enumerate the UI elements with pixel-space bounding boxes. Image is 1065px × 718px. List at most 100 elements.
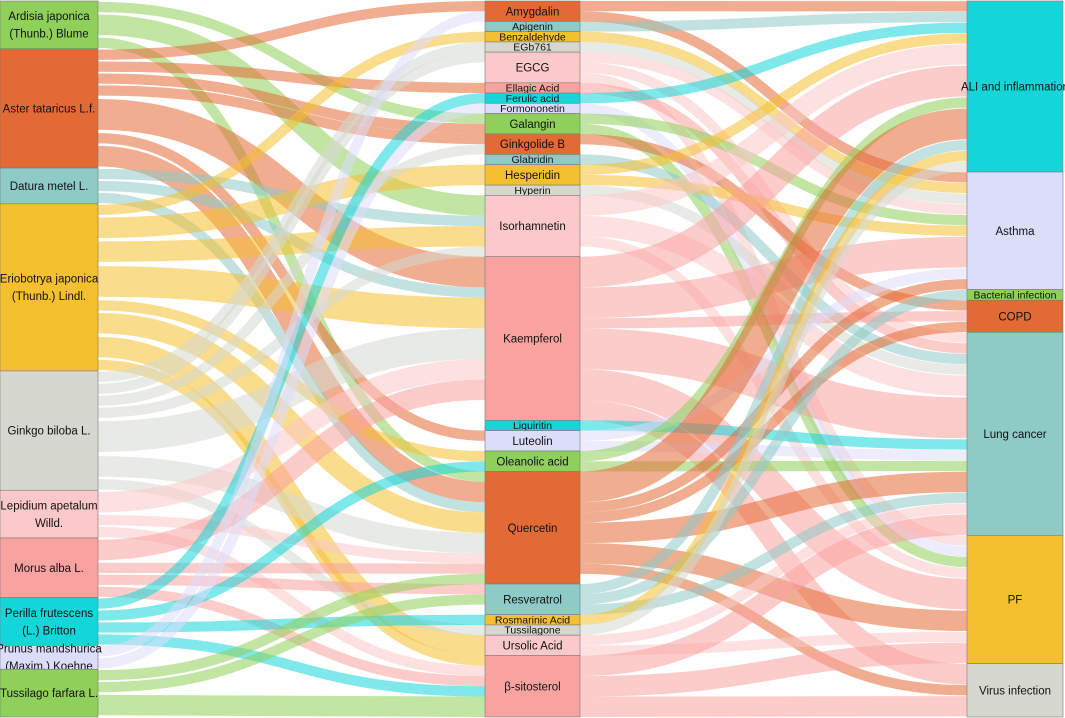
compound-label: Hesperidin: [505, 170, 560, 182]
disease-node-copd[interactable]: COPD: [966, 299, 1064, 333]
plant-bar: [0, 370, 99, 491]
plant-label: Ginkgo biloba L.: [7, 426, 90, 438]
compound-label: Ginkgolide B: [500, 139, 566, 151]
plant-node-morus-alba-l[interactable]: Morus alba L.: [0, 537, 99, 598]
compound-label: Apigenin: [512, 21, 553, 33]
disease-label: Lung cancer: [983, 429, 1046, 441]
plant-bar: [0, 489, 99, 539]
disease-label: Asthma: [996, 226, 1036, 238]
plant-bar: [0, 537, 99, 598]
compound-bar: [484, 471, 581, 585]
plant-node-ardisia-japonica-thunb-blume[interactable]: Ardisia japonica(Thunb.) Blume: [0, 0, 99, 50]
link-ursolic-acid-to-lung-cancer: [579, 503, 968, 646]
compound-bar: [484, 655, 581, 718]
compound-node-rosmarinic-acid[interactable]: Rosmarinic Acid: [484, 614, 581, 627]
compound-label: Glabridin: [511, 154, 553, 166]
compound-bar: [484, 51, 581, 84]
disease-label: PF: [1008, 594, 1023, 606]
plant-node-eriobotrya-japonica-thunb-lindl[interactable]: Eriobotrya japonica(Thunb.) Lindl.: [0, 203, 99, 372]
compound-label: Galangin: [509, 119, 555, 131]
link-isorhamnetin-to-ali-and-inflammation: [579, 44, 968, 216]
link-ginkgo-biloba-l-to-quercetin: [97, 456, 486, 554]
link-quercetin-to-ali-and-inflammation: [579, 108, 968, 503]
disease-bar: [966, 663, 1064, 718]
plant-bar: [0, 597, 99, 646]
compound-label: Oleanolic acid: [496, 456, 568, 468]
compound-label: Liquiritin: [513, 420, 552, 432]
link-tussilago-farfara-l-to-beta-sitosterol: [97, 694, 486, 717]
compound-label: Quercetin: [508, 523, 558, 535]
link-hesperidin-to-asthma: [579, 174, 968, 236]
compound-node-quercetin[interactable]: Quercetin: [484, 471, 581, 585]
compound-node-ginkgolide-b[interactable]: Ginkgolide B: [484, 133, 581, 155]
link-eriobotrya-japonica-thunb-lindl-to-quercetin: [97, 312, 486, 533]
compound-label: Isorhamnetin: [499, 221, 565, 233]
compound-label: β-sitosterol: [504, 681, 560, 693]
disease-node-virus-infection[interactable]: Virus infection: [966, 663, 1064, 718]
link-ginkgo-biloba-l-to-ginkgolide-b: [97, 144, 486, 406]
plant-node-tussilago-farfara-l[interactable]: Tussilago farfara L.: [0, 668, 99, 718]
plant-bar: [0, 668, 99, 718]
link-beta-sitosterol-to-pf: [579, 642, 968, 697]
link-morus-alba-l-to-kaempferol: [97, 379, 486, 561]
link-kaempferol-to-ali-and-inflammation: [579, 65, 968, 288]
link-ardisia-japonica-thunb-blume-to-galangin: [97, 1, 486, 124]
compound-label: Kaempferol: [503, 334, 562, 346]
link-quercetin-to-lung-cancer: [579, 471, 968, 544]
disease-bar: [966, 0, 1064, 173]
compound-node-amygdalin[interactable]: Amygdalin: [484, 0, 581, 22]
plant-label: Perilla frutescens(L.) Britton: [5, 608, 93, 638]
compound-label: Tussilagone: [504, 625, 560, 637]
plant-label: Aster tataricus L.f.: [3, 103, 96, 115]
disease-node-lung-cancer[interactable]: Lung cancer: [966, 331, 1064, 536]
link-beta-sitosterol-to-lung-cancer: [579, 514, 968, 677]
compound-node-ursolic-acid[interactable]: Ursolic Acid: [484, 634, 581, 656]
plant-node-prunus-mandshurica-maxim-koehne[interactable]: Prunus mandshurica(Maxim.) Koehne: [0, 644, 102, 674]
link-quercetin-to-virus-infection: [579, 563, 968, 696]
compound-node-kaempferol[interactable]: Kaempferol: [484, 256, 581, 421]
plant-node-aster-tataricus-l-f[interactable]: Aster tataricus L.f.: [0, 48, 99, 169]
link-lepidium-apetalum-willd-to-kaempferol: [97, 359, 486, 513]
compound-node-hesperidin[interactable]: Hesperidin: [484, 164, 581, 186]
compound-node-beta-sitosterol[interactable]: β-sitosterol: [484, 655, 581, 718]
compound-label: Rosmarinic Acid: [495, 615, 570, 627]
link-apigenin-to-ali-and-inflammation: [579, 11, 968, 32]
sankey-links: [97, 0, 968, 717]
link-ferulic-acid-to-ali-and-inflammation: [579, 22, 968, 104]
compound-label: Hyperin: [514, 185, 550, 197]
disease-node-asthma[interactable]: Asthma: [966, 171, 1064, 290]
compound-node-resveratrol[interactable]: Resveratrol: [484, 583, 581, 616]
disease-node-bacterial-infection[interactable]: Bacterial infection: [966, 289, 1064, 302]
disease-bar: [966, 535, 1064, 664]
compound-node-egcg[interactable]: EGCG: [484, 51, 581, 84]
compound-label: Resveratrol: [503, 594, 562, 606]
link-ginkgo-biloba-l-to-egcg: [97, 52, 486, 394]
link-ginkgo-biloba-l-to-egb761: [97, 41, 486, 383]
compound-node-luteolin[interactable]: Luteolin: [484, 430, 581, 452]
link-tussilagone-to-ali-and-inflammation: [579, 161, 968, 636]
link-prunus-mandshurica-maxim-koehne-to-formononetin: [97, 103, 486, 669]
plant-node-perilla-frutescens-l-britton[interactable]: Perilla frutescens(L.) Britton: [0, 597, 99, 646]
plant-node-datura-metel-l[interactable]: Datura metel L.: [0, 167, 99, 205]
compound-label: Luteolin: [512, 436, 552, 448]
plant-node-ginkgo-biloba-l[interactable]: Ginkgo biloba L.: [0, 370, 99, 491]
disease-node-ali-and-inflammation[interactable]: ALI and inflammation: [961, 0, 1065, 173]
compound-node-galangin[interactable]: Galangin: [484, 113, 581, 135]
link-resveratrol-to-ali-and-inflammation: [579, 140, 968, 595]
disease-node-pf[interactable]: PF: [966, 535, 1064, 664]
compound-node-isorhamnetin[interactable]: Isorhamnetin: [484, 195, 581, 258]
compound-label: Formononetin: [500, 103, 565, 115]
plant-label: Morus alba L.: [14, 563, 84, 575]
link-glabridin-to-lung-cancer: [579, 154, 968, 365]
plant-bar: [0, 203, 99, 372]
link-eriobotrya-japonica-thunb-lindl-to-hesperidin: [97, 164, 486, 238]
compound-node-oleanolic-acid[interactable]: Oleanolic acid: [484, 450, 581, 472]
compound-bar: [484, 195, 581, 258]
link-aster-tataricus-l-f-to-amygdalin: [97, 0, 486, 60]
link-tussilago-farfara-l-to-resveratrol: [97, 594, 486, 693]
disease-bar: [966, 299, 1064, 333]
link-quercetin-to-copd: [579, 321, 968, 523]
